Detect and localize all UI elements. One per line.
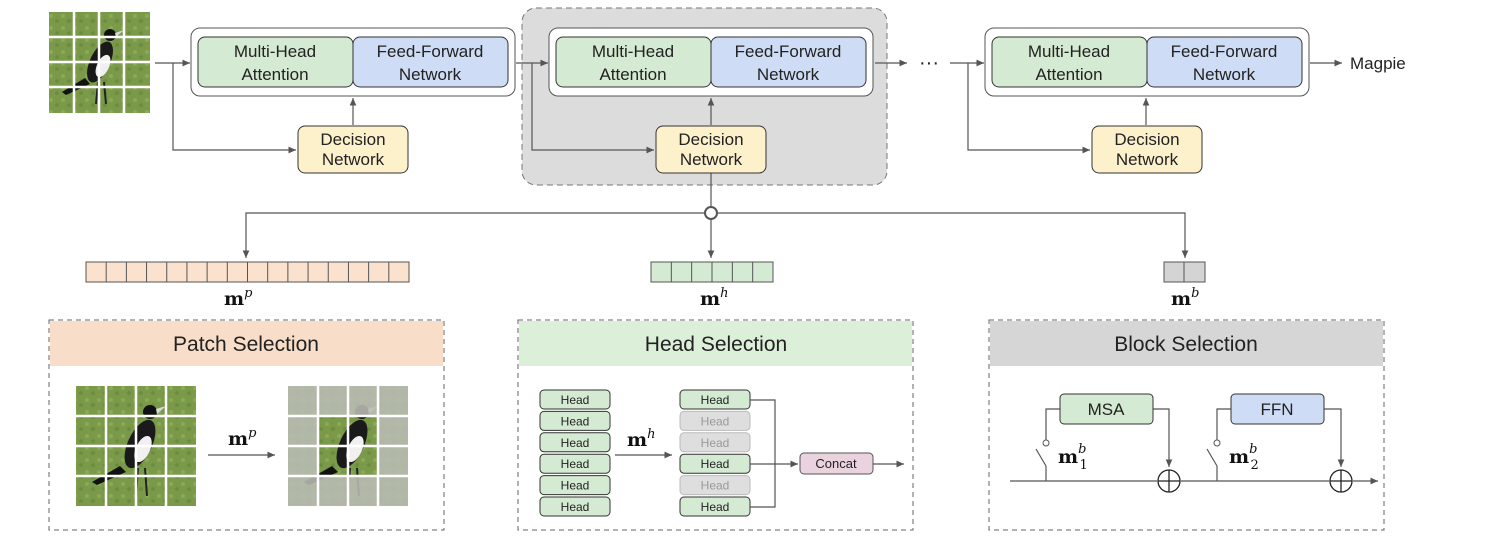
decision-label-line2: Network <box>680 150 743 169</box>
branch-node <box>704 206 718 220</box>
patch-selection-panel: Patch Selection mp <box>48 319 445 531</box>
patch-mask-label: mp <box>224 286 253 310</box>
ellipsis: ··· <box>919 52 939 74</box>
ffn-label-line2: Network <box>399 65 462 84</box>
decision-network-box <box>655 125 767 174</box>
ffn-label-line2: Network <box>1193 65 1256 84</box>
decision-label-line1: Decision <box>1114 130 1179 149</box>
head-box <box>539 496 611 517</box>
attention-label-line2: Attention <box>241 65 308 84</box>
block-mask-label: mb <box>1171 286 1199 310</box>
output-label: Magpie <box>1350 54 1406 73</box>
block-mask-vector <box>1163 261 1206 283</box>
add-node-1 <box>1157 469 1181 493</box>
ffn-box <box>1230 393 1325 425</box>
head-label: Head <box>561 393 590 407</box>
patch-mask-vector <box>85 261 410 283</box>
head-label: Head <box>561 479 590 493</box>
head-box <box>539 410 611 431</box>
decision-network-box <box>1091 125 1203 174</box>
attention-label-line1: Multi-Head <box>1028 42 1110 61</box>
attention-label-line1: Multi-Head <box>234 42 316 61</box>
head-box <box>539 389 611 410</box>
concat-box <box>799 452 874 475</box>
head-label: Head <box>561 436 590 450</box>
head-label: Head <box>701 457 730 471</box>
concat-label: Concat <box>815 456 857 471</box>
head-label: Head <box>701 414 730 428</box>
transformer-block-2: Multi-Head Attention Feed-Forward Networ… <box>548 27 874 174</box>
ffn-box <box>1146 36 1303 88</box>
head-box <box>539 432 611 453</box>
selected-patch-image <box>288 386 408 506</box>
head-box <box>539 453 611 474</box>
head-box <box>539 475 611 496</box>
head-mask-label: mh <box>700 286 728 310</box>
decision-network-box <box>297 125 409 174</box>
panel-title: Block Selection <box>1114 333 1258 356</box>
block-selection-panel: Block Selection MSA FFN <box>988 319 1385 531</box>
head-arrow-label: mh <box>627 427 655 451</box>
ffn-label-line1: Feed-Forward <box>1171 42 1278 61</box>
head-label: Head <box>701 500 730 514</box>
head-box-pruned <box>679 432 751 453</box>
ffn-label-line1: Feed-Forward <box>735 42 842 61</box>
panel-title: Patch Selection <box>173 333 319 356</box>
head-selection-panel: Head Selection HeadHeadHeadHeadHeadHead … <box>517 319 914 531</box>
ffn-box <box>710 36 867 88</box>
decision-label-line2: Network <box>322 150 385 169</box>
patch-arrow-label: mp <box>228 426 257 450</box>
head-label: Head <box>561 414 590 428</box>
head-box-pruned <box>679 475 751 496</box>
add-node-2 <box>1329 469 1353 493</box>
decision-label-line1: Decision <box>320 130 385 149</box>
decision-label-line1: Decision <box>678 130 743 149</box>
head-label: Head <box>701 436 730 450</box>
head-mask-vector <box>650 261 774 283</box>
ffn-label-line1: Feed-Forward <box>377 42 484 61</box>
msa-label: MSA <box>1088 400 1126 419</box>
ffn-box <box>352 36 509 88</box>
head-box-pruned <box>679 410 751 431</box>
attention-label-line2: Attention <box>1035 65 1102 84</box>
attention-label-line1: Multi-Head <box>592 42 674 61</box>
transformer-block-1: Multi-Head Attention Feed-Forward Networ… <box>190 27 516 174</box>
decision-label-line2: Network <box>1116 150 1179 169</box>
panel-title: Head Selection <box>645 333 787 356</box>
original-patch-image <box>76 386 196 506</box>
head-label: Head <box>561 457 590 471</box>
ffn-label: FFN <box>1260 400 1293 419</box>
input-image <box>49 12 150 113</box>
head-label: Head <box>701 479 730 493</box>
head-label: Head <box>561 500 590 514</box>
attention-label-line2: Attention <box>599 65 666 84</box>
ffn-label-line2: Network <box>757 65 820 84</box>
msa-box <box>1059 393 1154 425</box>
head-label: Head <box>701 393 730 407</box>
transformer-block-3: Multi-Head Attention Feed-Forward Networ… <box>984 27 1310 174</box>
